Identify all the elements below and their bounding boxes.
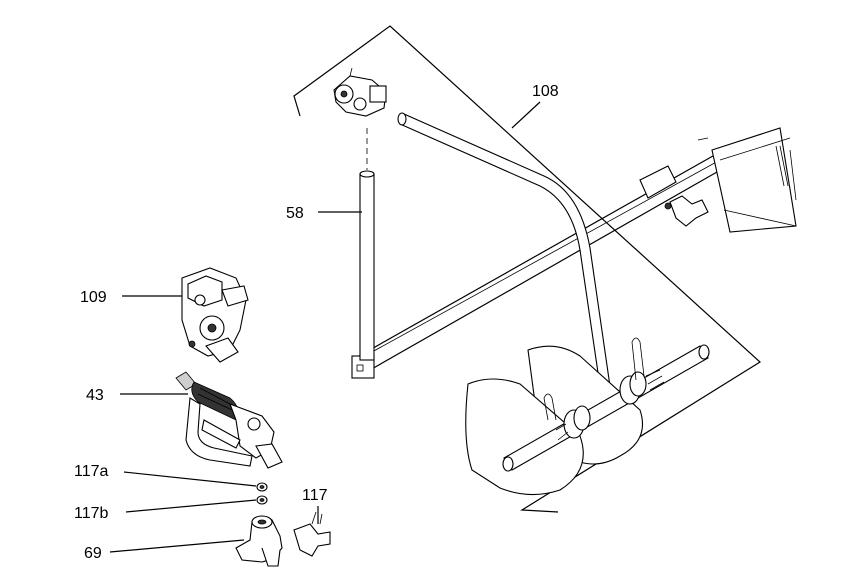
assembly-bracket <box>293 25 761 513</box>
callout-117: 117 <box>302 487 328 504</box>
callout-117a: 117a <box>74 463 109 480</box>
upright-tube-58 <box>359 128 375 361</box>
leader-108 <box>511 101 541 129</box>
callout-109: 109 <box>80 289 107 306</box>
tip-guard-69 <box>235 515 283 567</box>
guide-wheel-assembly <box>465 337 710 496</box>
callout-108: 108 <box>532 83 559 100</box>
spray-gun-43 <box>175 371 283 469</box>
callout-69: 69 <box>84 545 102 562</box>
leader-69 <box>109 539 245 553</box>
washer-117b <box>256 495 268 505</box>
washer-117a <box>256 482 268 492</box>
leader-117a <box>123 471 257 487</box>
tube-clamp <box>333 67 387 117</box>
cart-frame <box>351 127 797 379</box>
spray-tip-117 <box>293 511 331 557</box>
leader-117b <box>125 499 257 513</box>
gun-holder-109 <box>181 267 249 363</box>
callout-58: 58 <box>286 205 304 222</box>
callout-43: 43 <box>86 387 104 404</box>
callout-117b: 117b <box>74 505 109 522</box>
